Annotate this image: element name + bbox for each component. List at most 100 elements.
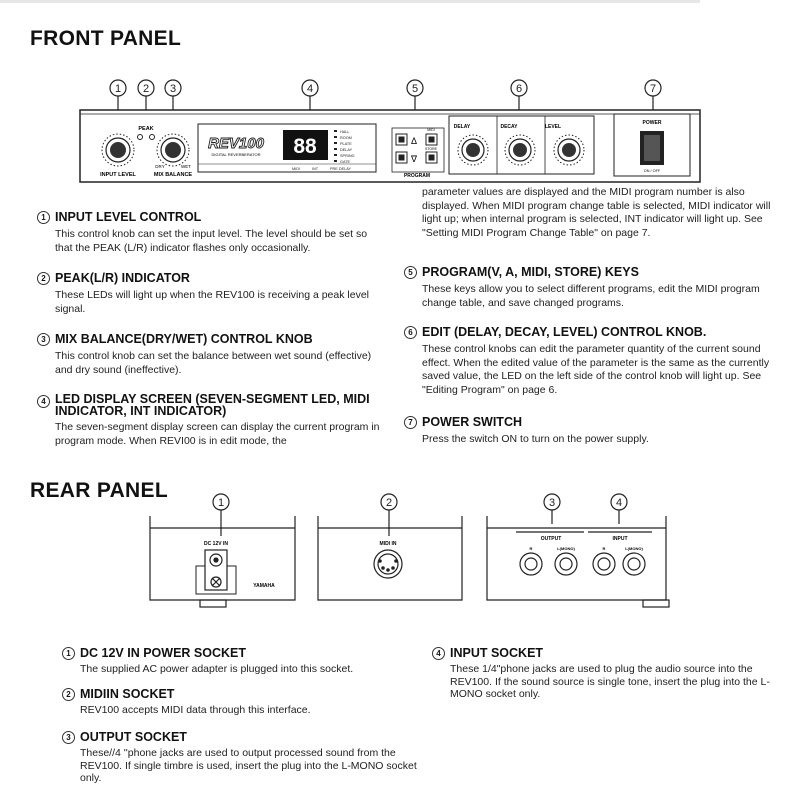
item-heading: OUTPUT SOCKET [80, 730, 187, 744]
svg-text:INT: INT [312, 167, 319, 171]
front-item-4: 4 LED DISPLAY SCREEN (SEVEN-SEGMENT LED, … [37, 393, 387, 448]
svg-text:PRE DELAY: PRE DELAY [330, 167, 351, 171]
callout-5-label: 5 [412, 83, 418, 95]
input-label: INPUT [613, 536, 628, 542]
svg-text:L(MONO): L(MONO) [625, 546, 643, 551]
front-item-3: 3 MIX BALANCE(DRY/WET) CONTROL KNOB This … [37, 332, 387, 377]
top-rule [0, 0, 700, 3]
mode-list: HALL ROOM PLATE DELAY SPRING GATE [340, 130, 355, 164]
item-body: These keys allow you to select different… [422, 283, 760, 309]
output-label: OUTPUT [541, 536, 562, 542]
delay-knob [457, 134, 489, 166]
rear-panel-title: REAR PANEL [30, 479, 168, 502]
rear-item-2: 2 MIDIIN SOCKET REV100 accepts MIDI data … [62, 687, 422, 718]
front-item-4-continued: parameter values are displayed and the M… [422, 186, 774, 240]
svg-text:ROOM: ROOM [340, 136, 352, 140]
rear-section-midi [317, 516, 463, 601]
item-heading: MIDIIN SOCKET [80, 687, 175, 701]
rear-callout-1: 1 [218, 497, 224, 509]
mix-balance-label: MIX BALANCE [154, 172, 193, 178]
svg-text:PLATE: PLATE [340, 142, 352, 146]
svg-text:GATE: GATE [340, 160, 351, 164]
front-item-5: 5 PROGRAM(V, A, MIDI, STORE) KEYS These k… [404, 265, 776, 310]
midi-in-label: MIDI IN [380, 541, 397, 547]
rear-callouts [212, 493, 628, 536]
level-knob [553, 134, 585, 166]
front-item-6: 6 EDIT (DELAY, DECAY, LEVEL) CONTROL KNOB… [404, 325, 776, 397]
item-number: 6 [404, 326, 417, 339]
store-key-label: STORE [425, 147, 438, 151]
item-number: 1 [37, 211, 50, 224]
svg-text:SPRING: SPRING [340, 154, 355, 158]
dc-in-label: DC 12V IN [204, 541, 228, 547]
input-level-knob [101, 133, 135, 167]
down-key-icon: ∇ [410, 154, 418, 164]
brand-label: YAMAHA [253, 583, 275, 589]
item-number: 2 [37, 272, 50, 285]
brand-subtitle: DIGITAL REVERBERATOR [212, 152, 261, 157]
item-body: REV100 accepts MIDI data through this in… [80, 704, 311, 716]
midi-key-label: MIDI [427, 128, 434, 132]
display-footer: MIDI INT PRE DELAY [292, 167, 351, 171]
item-number: 4 [432, 647, 445, 660]
svg-text:L(MONO): L(MONO) [557, 546, 575, 551]
up-key-icon: Δ [411, 136, 417, 146]
item-heading: EDIT (DELAY, DECAY, LEVEL) CONTROL KNOB. [422, 325, 707, 339]
callout-2-label: 2 [143, 83, 149, 95]
level-label: LEVEL [545, 124, 561, 130]
item-number: 1 [62, 647, 75, 660]
callout-6-label: 6 [516, 83, 522, 95]
mix-max-label: WET [181, 164, 191, 169]
callout-3-label: 3 [170, 83, 176, 95]
power-label: POWER [643, 120, 662, 126]
front-panel-diagram: 1 2 3 4 5 6 7 INPUT LEVEL PEAK DRY WET M… [79, 79, 701, 183]
rear-section-audio [486, 516, 670, 608]
svg-text:R: R [603, 546, 606, 551]
item-heading: LED DISPLAY SCREEN (SEVEN-SEGMENT LED, M… [55, 392, 370, 418]
item-number: 5 [404, 266, 417, 279]
item-heading: POWER SWITCH [422, 415, 522, 429]
rear-callout-4: 4 [616, 497, 622, 509]
rear-section-dc [149, 516, 296, 608]
item-heading: INPUT SOCKET [450, 646, 544, 660]
rear-panel-diagram: 1 2 3 4 DC 12V IN YAMAHA MIDI IN [149, 493, 670, 608]
item-heading: PROGRAM(V, A, MIDI, STORE) KEYS [422, 265, 639, 279]
svg-text:DELAY: DELAY [340, 148, 353, 152]
brand-logo: REV100 [208, 135, 265, 152]
svg-text:R: R [530, 546, 533, 551]
front-panel-title: FRONT PANEL [30, 27, 182, 50]
item-number: 2 [62, 688, 75, 701]
delay-label: DELAY [454, 124, 471, 130]
program-label: PROGRAM [404, 173, 430, 179]
item-body: The seven-segment display screen can dis… [55, 421, 380, 447]
callout-7-label: 7 [650, 83, 656, 95]
rear-callout-2: 2 [386, 497, 392, 509]
seven-segment-display [283, 130, 328, 160]
svg-text:HALL: HALL [340, 130, 350, 134]
seven-segment-value: 88 [293, 135, 317, 158]
peak-led-l [137, 134, 143, 140]
item-number: 3 [37, 333, 50, 346]
svg-text:MIDI: MIDI [292, 167, 300, 171]
item-number: 4 [37, 395, 50, 408]
item-body: This control knob can set the input leve… [55, 228, 368, 254]
item-number: 7 [404, 416, 417, 429]
item-body: These LEDs will light up when the REV100… [55, 289, 370, 315]
peak-label: PEAK [138, 126, 153, 132]
item-number: 3 [62, 731, 75, 744]
rear-callout-3: 3 [549, 497, 555, 509]
power-state-label: ON / OFF [644, 169, 661, 173]
item-heading: MIX BALANCE(DRY/WET) CONTROL KNOB [55, 332, 313, 346]
item-body: These control knobs can edit the paramet… [422, 343, 770, 396]
item-body: The supplied AC power adapter is plugged… [80, 663, 354, 675]
program-keys [395, 133, 438, 164]
item-body: This control knob can set the balance be… [55, 350, 372, 376]
callout-4-label: 4 [307, 83, 313, 95]
input-level-label: INPUT LEVEL [100, 172, 136, 178]
